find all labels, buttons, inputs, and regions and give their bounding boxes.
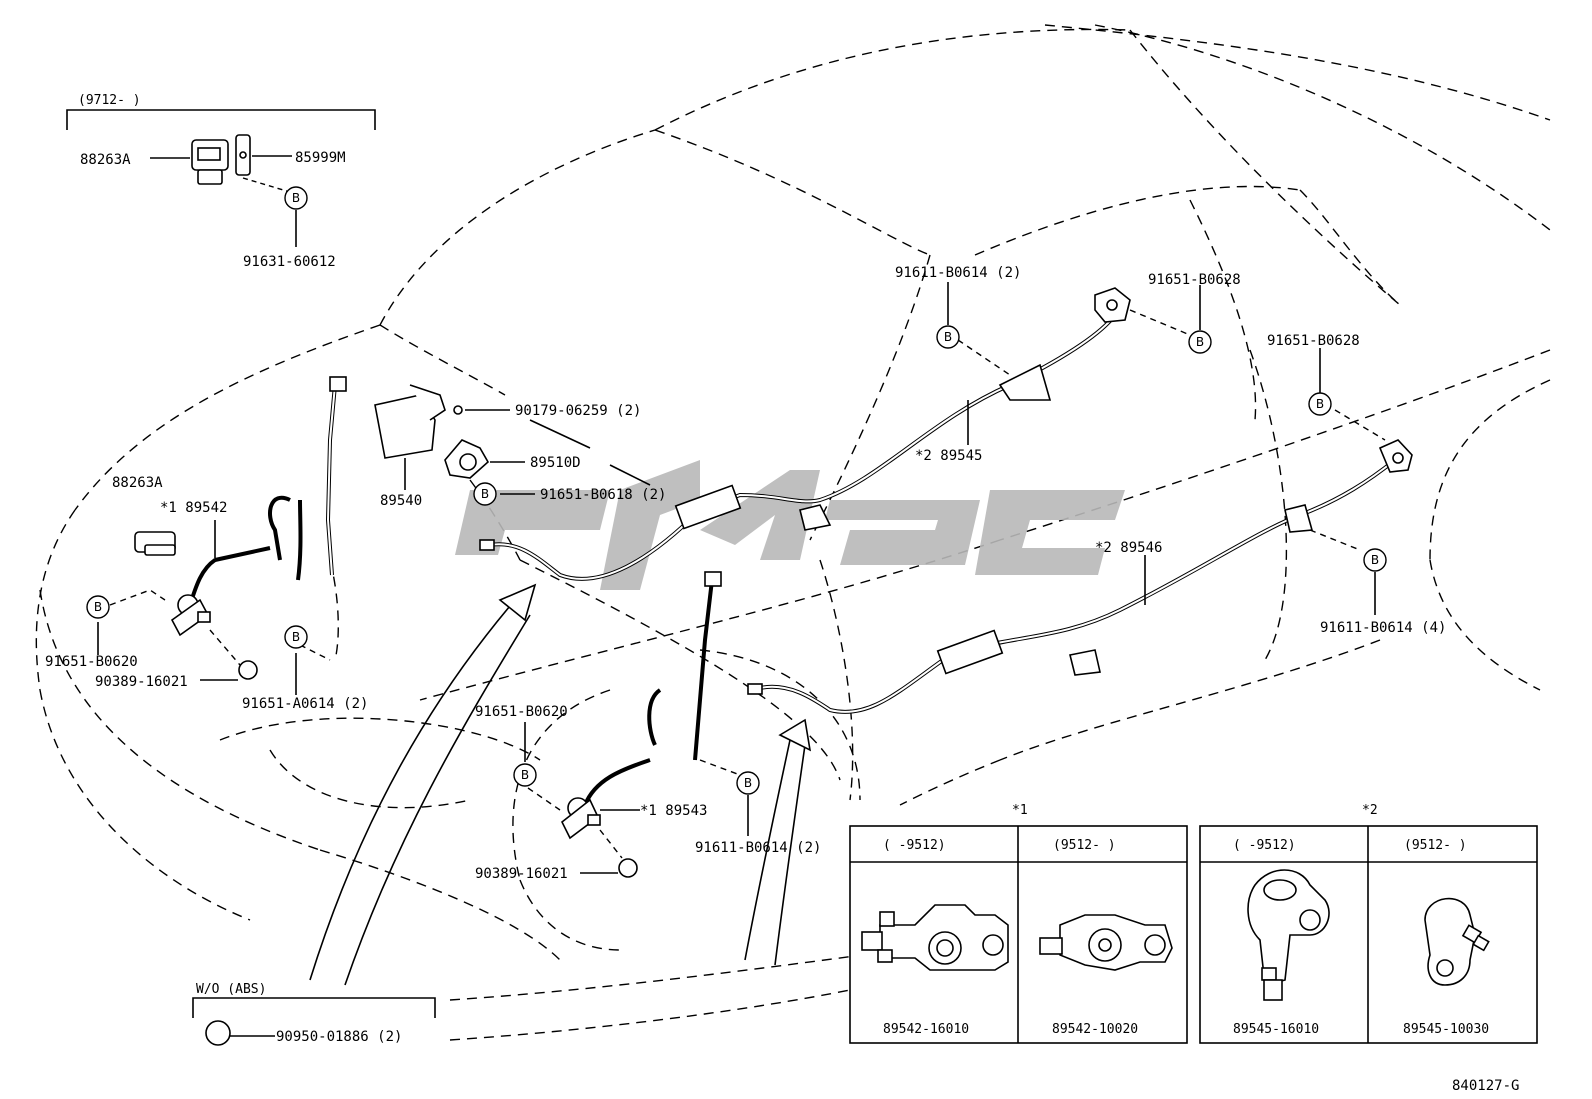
inset1-left-part: 89542-16010 (883, 1022, 969, 1037)
inset-box-1: *1 ( -9512) (9512- ) 89542-16010 89542-1… (849, 803, 1188, 1044)
rear-sensor-upper[interactable] (1094, 287, 1131, 323)
relay-part[interactable] (191, 139, 229, 185)
sensor-89542-16010[interactable] (861, 904, 1009, 971)
label-91651-A0614: 91651-A0614 (2) (242, 696, 368, 712)
svg-text:B: B (292, 630, 300, 644)
abs-ecu-group (374, 384, 651, 495)
leader-lines-rear (947, 282, 1386, 615)
hole-plug-part[interactable] (205, 1020, 231, 1046)
label-89540: 89540 (380, 493, 422, 509)
label-90389-16021-mid: 90389-16021 (475, 866, 568, 882)
inset1-marker: *1 (1012, 803, 1028, 818)
inset-box-2: *2 ( -9512) (9512- ) 89545-16010 89545-1… (1199, 803, 1538, 1044)
label-91611-B0614-4: 91611-B0614 (4) (1320, 620, 1446, 636)
b-marker: B (1188, 330, 1212, 354)
bracket-part[interactable] (235, 134, 251, 176)
label-85999M: 85999M (295, 150, 346, 166)
label-91651-B0620-mid: 91651-B0620 (475, 704, 568, 720)
sensor-89545-16010[interactable] (1247, 869, 1330, 1001)
label-89545: *2 89545 (915, 448, 982, 464)
inset2-right-part: 89545-10030 (1403, 1022, 1489, 1037)
svg-text:B: B (292, 191, 300, 205)
label-88263A-mid: 88263A (112, 475, 163, 491)
wo-abs-label: W/O (ABS) (196, 982, 266, 997)
sensor-89542-10020[interactable] (1039, 914, 1173, 971)
rear-harness-upper (479, 287, 1131, 581)
label-89542: *1 89542 (160, 500, 227, 516)
label-91651-B0618: 91651-B0618 (2) (540, 487, 666, 503)
label-91651-B0620-left: 91651-B0620 (45, 654, 138, 670)
svg-text:B: B (481, 487, 489, 501)
label-91611-B0614-2-top: 91611-B0614 (2) (895, 265, 1021, 281)
inset1-right-part: 89542-10020 (1052, 1022, 1138, 1037)
watermark-logo (455, 460, 1125, 590)
b-marker: B (513, 763, 537, 787)
inset2-left-part: 89545-16010 (1233, 1022, 1319, 1037)
b-marker: B (473, 482, 497, 506)
yaw-sensor-part[interactable] (444, 439, 490, 479)
label-91611-B0614-2-bottom: 91611-B0614 (2) (695, 840, 821, 856)
front-left-harness (97, 376, 347, 695)
relay-part-mid[interactable] (134, 531, 176, 556)
diagram-code: 840127-G (1452, 1078, 1519, 1094)
label-90950-01886: 90950-01886 (2) (276, 1029, 402, 1045)
car-body-outline (35, 24, 1551, 1041)
label-89546: *2 89546 (1095, 540, 1162, 556)
bolt-markers: B B B B B B B B B B (86, 186, 1387, 795)
wo-abs-group: W/O (ABS) 90950-01886 (2) (192, 982, 436, 1046)
abs-sensor-front-right[interactable] (560, 797, 601, 840)
b-marker: B (284, 625, 308, 649)
inset2-right-range: (9512- ) (1404, 838, 1467, 853)
grommet-right[interactable] (618, 858, 638, 878)
svg-text:B: B (94, 600, 102, 614)
inset1-right-range: (9512- ) (1053, 838, 1116, 853)
svg-text:B: B (1371, 553, 1379, 567)
label-89510D: 89510D (530, 455, 581, 471)
nut-part[interactable] (453, 405, 463, 415)
svg-text:B: B (1316, 397, 1324, 411)
b-marker: B (936, 325, 960, 349)
label-91631-60612: 91631-60612 (243, 254, 336, 270)
b-marker: B (1308, 392, 1332, 416)
b-marker: B (86, 595, 110, 619)
svg-text:B: B (1196, 335, 1204, 349)
svg-text:B: B (521, 768, 529, 782)
svg-text:B: B (744, 776, 752, 790)
abs-sensor-front-left[interactable] (170, 594, 211, 637)
rear-sensor-lower[interactable] (1378, 439, 1413, 473)
b-marker: B (284, 186, 308, 210)
b-marker: B (736, 771, 760, 795)
label-89543: *1 89543 (640, 803, 707, 819)
label-88263A-top: 88263A (80, 152, 131, 168)
direction-arrows (309, 583, 812, 986)
inset1-left-range: ( -9512) (883, 838, 946, 853)
inset2-left-range: ( -9512) (1233, 838, 1296, 853)
top-left-group: (9712- ) (66, 93, 376, 247)
b-marker: B (1363, 548, 1387, 572)
label-91651-B0628-b: 91651-B0628 (1267, 333, 1360, 349)
label-90179-06259: 90179-06259 (2) (515, 403, 641, 419)
svg-text:B: B (944, 330, 952, 344)
label-90389-16021-left: 90389-16021 (95, 674, 188, 690)
part-labels: 88263A 85999M 91631-60612 88263A *1 8954… (45, 150, 1446, 882)
sensor-89545-10030[interactable] (1424, 897, 1490, 986)
grommet-left[interactable] (238, 660, 258, 680)
inset2-marker: *2 (1362, 803, 1378, 818)
label-91651-B0628-a: 91651-B0628 (1148, 272, 1241, 288)
abs-ecu[interactable] (374, 384, 446, 459)
rear-harness-lower (524, 439, 1413, 878)
group-range-label: (9712- ) (78, 93, 141, 108)
